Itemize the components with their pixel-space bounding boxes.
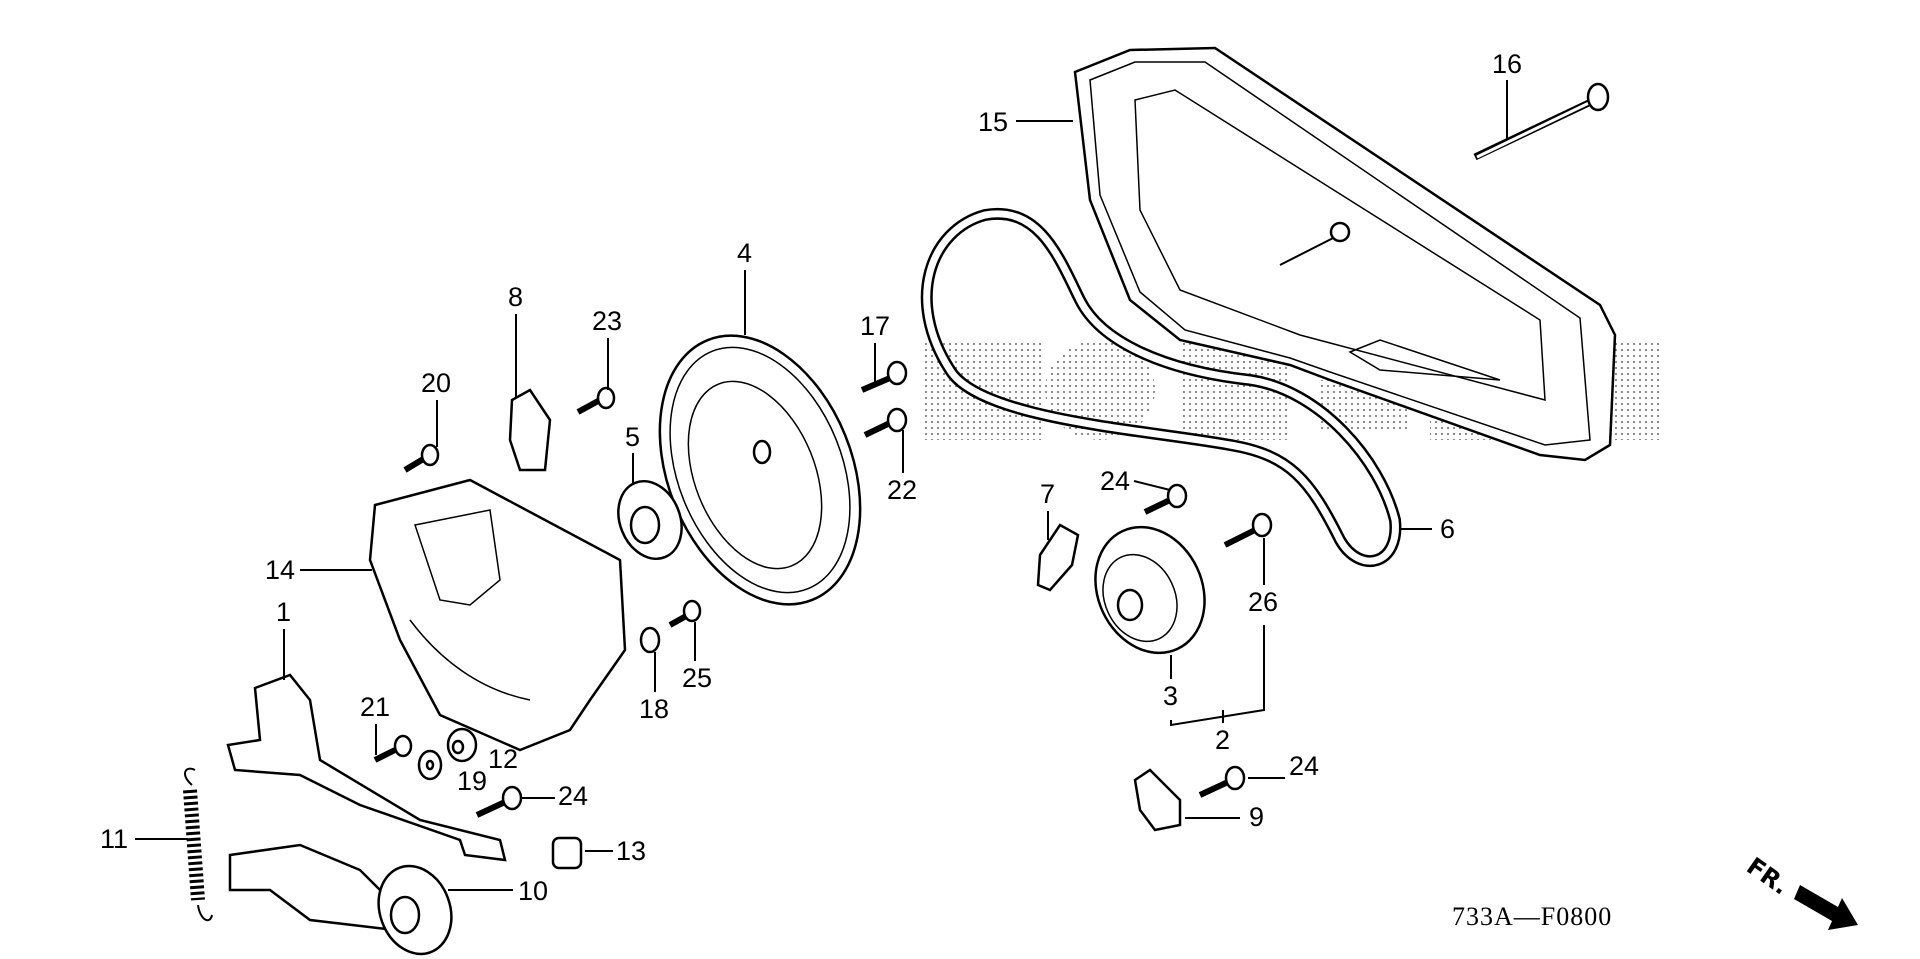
- callout-26[interactable]: 26: [1248, 587, 1278, 617]
- bolt-17[interactable]: [860, 360, 908, 393]
- bolt-21[interactable]: [373, 734, 413, 763]
- callout-11[interactable]: 11: [100, 824, 128, 854]
- callout-23[interactable]: 23: [592, 306, 622, 336]
- callout-24-left[interactable]: 24: [558, 781, 588, 811]
- stopper-13[interactable]: [551, 836, 583, 870]
- callout-7[interactable]: 7: [1040, 479, 1055, 509]
- inner-belt-cover-part[interactable]: [368, 478, 627, 752]
- callout-2[interactable]: 2: [1215, 725, 1230, 755]
- callout-6[interactable]: 6: [1440, 514, 1455, 544]
- bolt-26[interactable]: [1223, 512, 1273, 548]
- figure-code: 733A—F0800: [1452, 902, 1612, 931]
- callout-17[interactable]: 17: [860, 311, 890, 341]
- callout-9[interactable]: 9: [1249, 802, 1264, 832]
- cover-bolt-part[interactable]: [1473, 82, 1610, 161]
- idler-pulley-part[interactable]: [1075, 509, 1224, 671]
- callout-21[interactable]: 21: [360, 692, 390, 722]
- tension-spring-part[interactable]: [183, 767, 213, 922]
- bolt-20[interactable]: [403, 443, 440, 473]
- drive-pulley-part[interactable]: [622, 306, 897, 635]
- tension-arm-bracket-part[interactable]: [226, 673, 507, 862]
- callout-3[interactable]: 3: [1163, 681, 1178, 711]
- belt-cover-part[interactable]: [1073, 46, 1617, 462]
- callout-20[interactable]: 20: [421, 368, 451, 398]
- bolt-24-top[interactable]: [1143, 483, 1188, 515]
- callout-13[interactable]: 13: [616, 836, 646, 866]
- callout-15[interactable]: 15: [978, 107, 1008, 137]
- collar-12[interactable]: [446, 727, 478, 763]
- callout-labels: 15 16 4 8 23 20 17 5 22 7 24 6 14 26 1 2…: [100, 49, 1522, 906]
- callout-10[interactable]: 10: [518, 876, 548, 906]
- callout-22[interactable]: 22: [887, 475, 917, 505]
- fr-label: FR.: [1742, 852, 1794, 900]
- callout-14[interactable]: 14: [265, 555, 295, 585]
- belt-guide-part[interactable]: [508, 388, 552, 472]
- callout-16[interactable]: 16: [1492, 49, 1522, 79]
- tension-pulley-arm-part[interactable]: [228, 843, 463, 959]
- callout-19[interactable]: 19: [457, 766, 487, 796]
- callout-4[interactable]: 4: [737, 238, 752, 268]
- pulley-hub-part[interactable]: [607, 472, 693, 569]
- bolt-25[interactable]: [668, 599, 702, 628]
- callout-1[interactable]: 1: [276, 597, 291, 627]
- washer-19[interactable]: [417, 749, 443, 781]
- callout-5[interactable]: 5: [625, 422, 640, 452]
- fasteners: [373, 360, 1273, 870]
- callout-18[interactable]: 18: [639, 694, 669, 724]
- v-belt-part[interactable]: [920, 207, 1402, 568]
- callout-25[interactable]: 25: [682, 663, 712, 693]
- callout-24-bottom[interactable]: 24: [1289, 751, 1319, 781]
- belt-guide-bracket-part[interactable]: [1036, 523, 1080, 592]
- belt-guide-plate-part[interactable]: [1133, 768, 1182, 832]
- bolt-24-bottom[interactable]: [1198, 765, 1246, 798]
- front-arrow-icon: [1794, 885, 1858, 930]
- front-direction-indicator: FR.: [1742, 852, 1858, 930]
- leader-lines: [135, 80, 1508, 891]
- bolt-24-left[interactable]: [475, 785, 523, 818]
- bolt-22[interactable]: [863, 407, 908, 438]
- callout-24-top[interactable]: 24: [1100, 466, 1130, 496]
- callout-8[interactable]: 8: [508, 282, 523, 312]
- callout-12[interactable]: 12: [488, 744, 518, 774]
- washer-18[interactable]: [639, 626, 661, 654]
- bolt-23[interactable]: [576, 386, 616, 415]
